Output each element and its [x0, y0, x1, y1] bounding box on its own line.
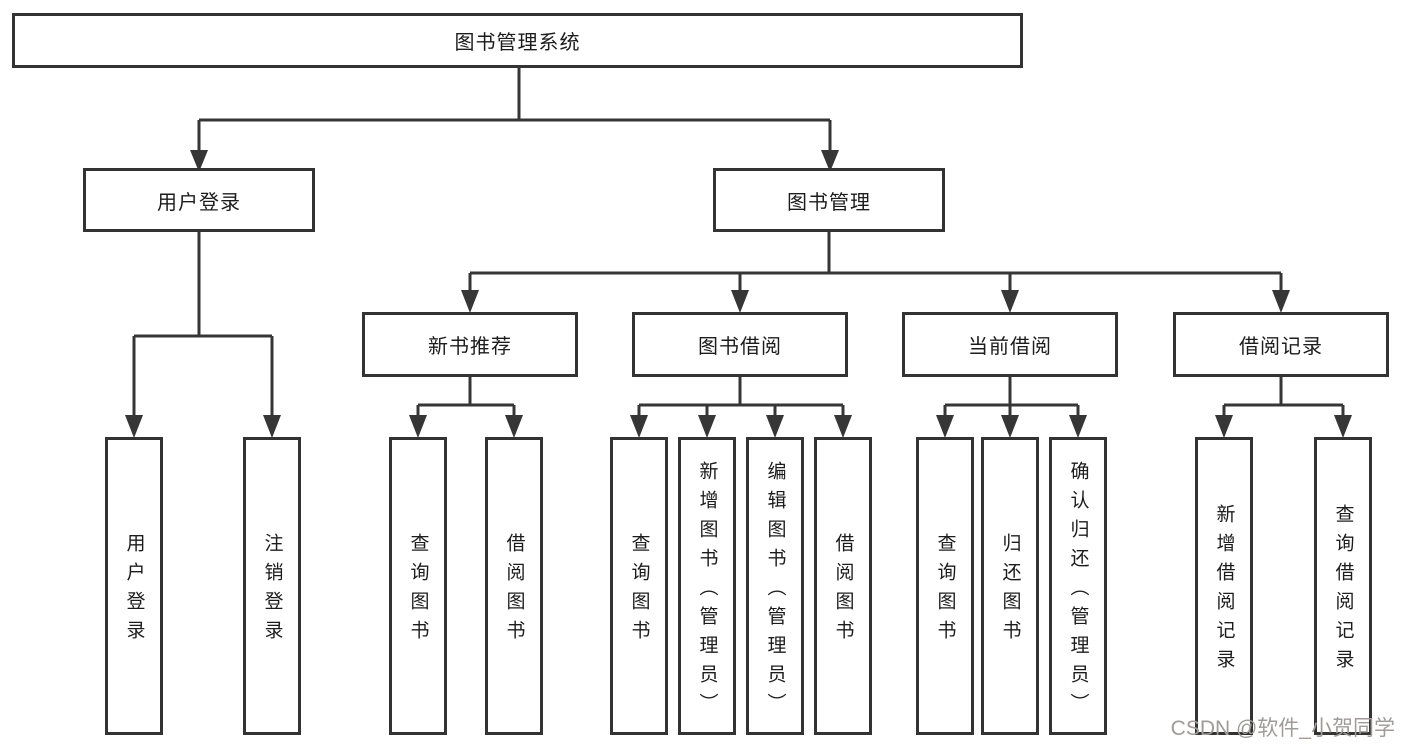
node-label: 图书管理: [787, 191, 871, 214]
node-user-login: 用户登录: [83, 168, 315, 232]
arrowhead-icon: [731, 290, 749, 313]
arrowhead-icon: [1001, 415, 1019, 438]
arrowhead-icon: [936, 415, 954, 438]
node-label: 新增借阅记录: [1213, 504, 1235, 678]
connector-current-borrow: [936, 377, 1087, 438]
connector-new-book: [409, 377, 523, 438]
node-label: 查询图书: [934, 533, 956, 649]
node-leaf-query-books-recommend: 查询图书: [389, 437, 447, 735]
node-book-management: 图书管理: [713, 168, 945, 232]
node-leaf-confirm-return-admin: 确认归还（管理员）: [1049, 437, 1107, 735]
node-leaf-logout: 注销登录: [243, 437, 301, 735]
node-book-borrow: 图书借阅: [632, 312, 848, 377]
connector-root: [190, 68, 839, 172]
node-leaf-user-login: 用户登录: [105, 437, 163, 735]
node-label: 用户登录: [123, 533, 145, 649]
node-root-system: 图书管理系统: [12, 13, 1023, 68]
arrowhead-icon: [1272, 290, 1290, 313]
arrowhead-icon: [125, 415, 143, 438]
node-label: 借阅记录: [1239, 336, 1323, 358]
node-leaf-query-books-borrow: 查询图书: [610, 437, 668, 735]
node-borrow-record: 借阅记录: [1173, 312, 1389, 377]
arrowhead-icon: [1334, 415, 1352, 438]
node-leaf-return-books: 归还图书: [981, 437, 1039, 735]
arrowhead-icon: [821, 150, 839, 172]
arrowhead-icon: [630, 415, 648, 438]
node-leaf-borrow-books-recommend: 借阅图书: [485, 437, 543, 735]
arrowhead-icon: [190, 150, 208, 172]
node-label: 借阅图书: [503, 533, 525, 649]
arrowhead-icon: [1069, 415, 1087, 438]
arrowhead-icon: [766, 415, 784, 438]
node-leaf-query-books-current: 查询图书: [916, 437, 974, 735]
node-label: 新增图书（管理员）: [696, 460, 718, 722]
node-label: 图书管理系统: [454, 32, 581, 54]
node-leaf-add-borrow-record: 新增借阅记录: [1195, 437, 1253, 735]
node-current-borrow: 当前借阅: [902, 312, 1118, 377]
node-label: 查询借阅记录: [1332, 504, 1354, 678]
arrowhead-icon: [461, 290, 479, 313]
node-leaf-query-borrow-record: 查询借阅记录: [1314, 437, 1372, 735]
node-label: 图书借阅: [698, 336, 782, 358]
arrowhead-icon: [409, 415, 427, 438]
connector-book-management: [461, 232, 1290, 313]
arrowhead-icon: [698, 415, 716, 438]
node-label: 当前借阅: [968, 336, 1052, 358]
arrowhead-icon: [1215, 415, 1233, 438]
arrowhead-icon: [505, 415, 523, 438]
csdn-watermark: CSDN @软件_小贺同学: [1170, 717, 1395, 740]
node-new-book-recommend: 新书推荐: [362, 312, 578, 377]
connector-book-borrow: [630, 377, 852, 438]
node-leaf-edit-books-admin: 编辑图书（管理员）: [746, 437, 804, 735]
node-label: 查询图书: [628, 533, 650, 649]
node-label: 查询图书: [407, 533, 429, 649]
node-label: 编辑图书（管理员）: [764, 460, 786, 722]
connector-user-login: [125, 232, 281, 438]
node-label: 用户登录: [157, 191, 241, 214]
arrowhead-icon: [1001, 290, 1019, 313]
arrowhead-icon: [834, 415, 852, 438]
node-leaf-borrow-books: 借阅图书: [814, 437, 872, 735]
node-label: 借阅图书: [832, 533, 854, 649]
node-label: 注销登录: [261, 533, 283, 649]
node-label: 确认归还（管理员）: [1067, 460, 1089, 722]
node-label: 归还图书: [999, 533, 1021, 649]
node-leaf-add-books-admin: 新增图书（管理员）: [678, 437, 736, 735]
node-label: 新书推荐: [428, 336, 512, 358]
connector-borrow-record: [1215, 377, 1352, 438]
arrowhead-icon: [263, 415, 281, 438]
